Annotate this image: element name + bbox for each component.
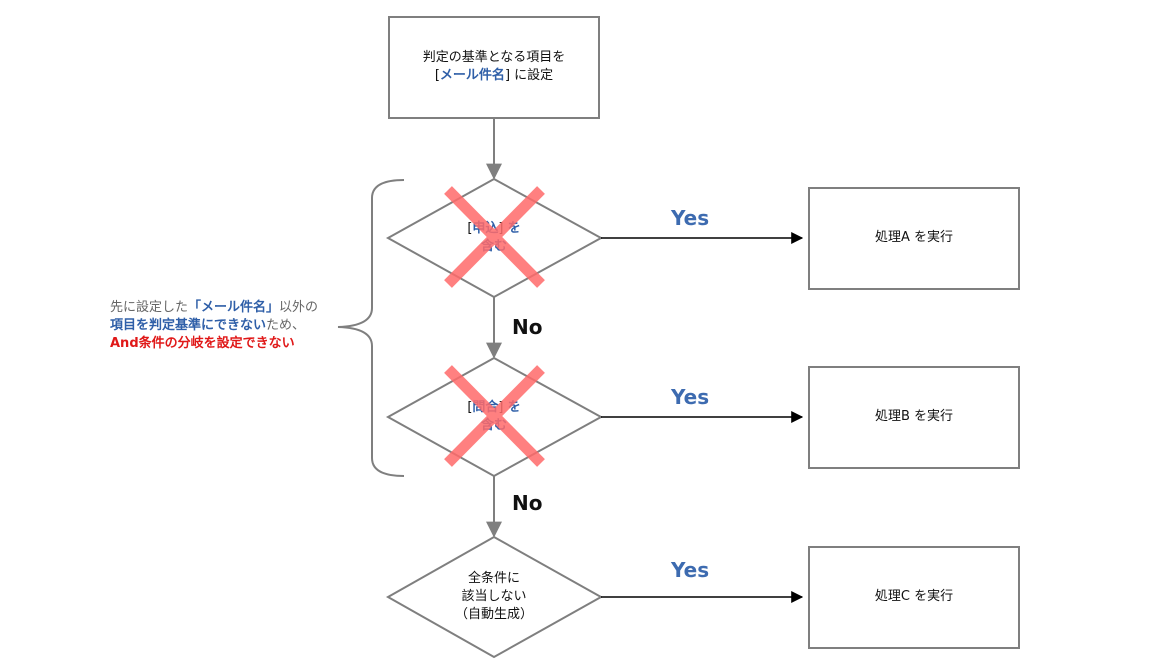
- decision1-cross-mark: [444, 186, 545, 288]
- action-a-box: [808, 187, 1020, 290]
- decision3-label: 全条件に 該当しない （自動生成）: [430, 570, 558, 624]
- no-label-1: No: [512, 315, 543, 339]
- limitation-note: 先に設定した「メール件名」以外の 項目を判定基準にできないため、 And条件の分…: [110, 299, 318, 353]
- decision2-cross-mark: [444, 365, 545, 467]
- field-name-mail-subject: メール件名: [439, 68, 505, 83]
- action-a-label: 処理A を実行: [874, 230, 954, 245]
- bracket-open: [: [467, 221, 473, 236]
- note-text: 先に設定した: [110, 300, 189, 315]
- start-process-box: [388, 16, 600, 119]
- yes-label-2: Yes: [671, 385, 710, 409]
- note-warning: And条件の分岐を設定できない: [110, 336, 295, 351]
- decision3-line1: 全条件に: [467, 571, 520, 586]
- yes-label-3: Yes: [671, 558, 710, 582]
- decision3-line3: （自動生成）: [454, 607, 533, 622]
- action-c-box: [808, 546, 1020, 649]
- note-text: 以外の: [279, 300, 319, 315]
- no-label-2: No: [512, 491, 543, 515]
- action-b-box: [808, 366, 1020, 469]
- note-text: ため、: [266, 318, 306, 333]
- start-box-line1: 判定の基準となる項目を: [422, 50, 566, 65]
- decision3-diamond: [385, 535, 604, 659]
- bracket-close-text: ] に設定: [504, 68, 554, 83]
- note-line1: 先に設定した「メール件名」以外の: [110, 299, 318, 317]
- action-c-label: 処理C を実行: [874, 589, 954, 604]
- bracket-open: [: [434, 68, 440, 83]
- grouping-brace: [337, 179, 405, 477]
- start-box-label: 判定の基準となる項目を [メール件名] に設定: [389, 49, 599, 85]
- note-line2: 項目を判定基準にできないため、: [110, 317, 318, 335]
- action-b-label: 処理B を実行: [874, 409, 954, 424]
- yes-label-1: Yes: [671, 206, 710, 230]
- bracket-open: [: [467, 400, 473, 415]
- note-limit-highlight: 項目を判定基準にできない: [110, 318, 267, 333]
- note-field-highlight: 「メール件名」: [188, 300, 280, 315]
- decision3-line2: 該当しない: [461, 589, 527, 604]
- start-box-line2: [メール件名] に設定: [389, 67, 599, 85]
